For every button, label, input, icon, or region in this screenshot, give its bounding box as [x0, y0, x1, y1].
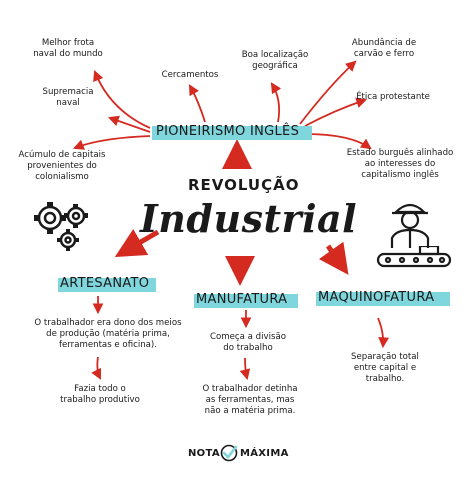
logo-maxima: MÁXIMA — [240, 448, 289, 459]
cause-acumulo: Acúmulo de capitais provenientes do colo… — [18, 150, 106, 182]
arrow-maquinofatura-note1 — [377, 317, 389, 349]
cause-estado: Estado burguês alinhado ao interesses do… — [346, 148, 454, 180]
arrow-to-artesanato — [114, 228, 160, 258]
check-icon — [220, 444, 238, 462]
arrow-to-supremacia — [107, 115, 151, 133]
arrow-to-cercamentos — [188, 84, 206, 123]
cause-cercamentos: Cercamentos — [161, 70, 219, 80]
artesanato-note-2: Fazia todo o trabalho produtivo — [60, 384, 140, 405]
manufatura-note-1: Começa a divisão do trabalho — [210, 332, 286, 353]
conveyor-icon — [376, 246, 452, 268]
logo-nota: NOTA — [188, 448, 220, 459]
cause-frota: Melhor frota naval do mundo — [33, 38, 103, 59]
center-highlight — [152, 126, 312, 140]
title-industrial: Industrial — [140, 196, 358, 241]
title-revolucao: REVOLUÇÃO — [188, 176, 300, 194]
artesanato-note-1: O trabalhador era dono dos meios de prod… — [34, 318, 182, 350]
arrow-to-frota — [93, 69, 151, 129]
arrow-manufatura-note2 — [239, 357, 251, 381]
arrow-to-acumulo — [72, 135, 151, 150]
worker-icon — [390, 203, 430, 248]
cause-localizacao: Boa localização geográfica — [241, 50, 309, 71]
cause-abundancia: Abundância de carvão e ferro — [351, 38, 417, 59]
artesanato-highlight — [58, 278, 156, 292]
artesanato-label: ARTESANATO — [60, 276, 150, 291]
arrow-to-localizacao — [270, 82, 282, 123]
arrow-to-maquinofatura — [318, 241, 349, 275]
manufatura-label: MANUFATURA — [196, 292, 288, 307]
manufatura-note-2: O trabalhador detinha as ferramentas, ma… — [202, 384, 298, 416]
maquinofatura-note-1: Separação total entre capital e trabalho… — [351, 352, 419, 384]
cause-supremacia: Supremacia naval — [42, 87, 94, 108]
arrow-to-abundancia — [299, 60, 357, 125]
maquinofatura-label: MAQUINOFATURA — [318, 290, 435, 305]
manufatura-highlight — [194, 294, 298, 308]
pioneirismo-label: PIONEIRISMO INGLÊS — [156, 124, 300, 139]
arrow-to-etica — [304, 97, 368, 127]
arrow-to-estado — [304, 133, 372, 150]
arrow-artesanato-note2 — [91, 356, 101, 380]
maquinofatura-highlight — [316, 292, 450, 306]
gears-icon — [34, 202, 88, 251]
cause-etica: Ética protestante — [356, 92, 430, 102]
